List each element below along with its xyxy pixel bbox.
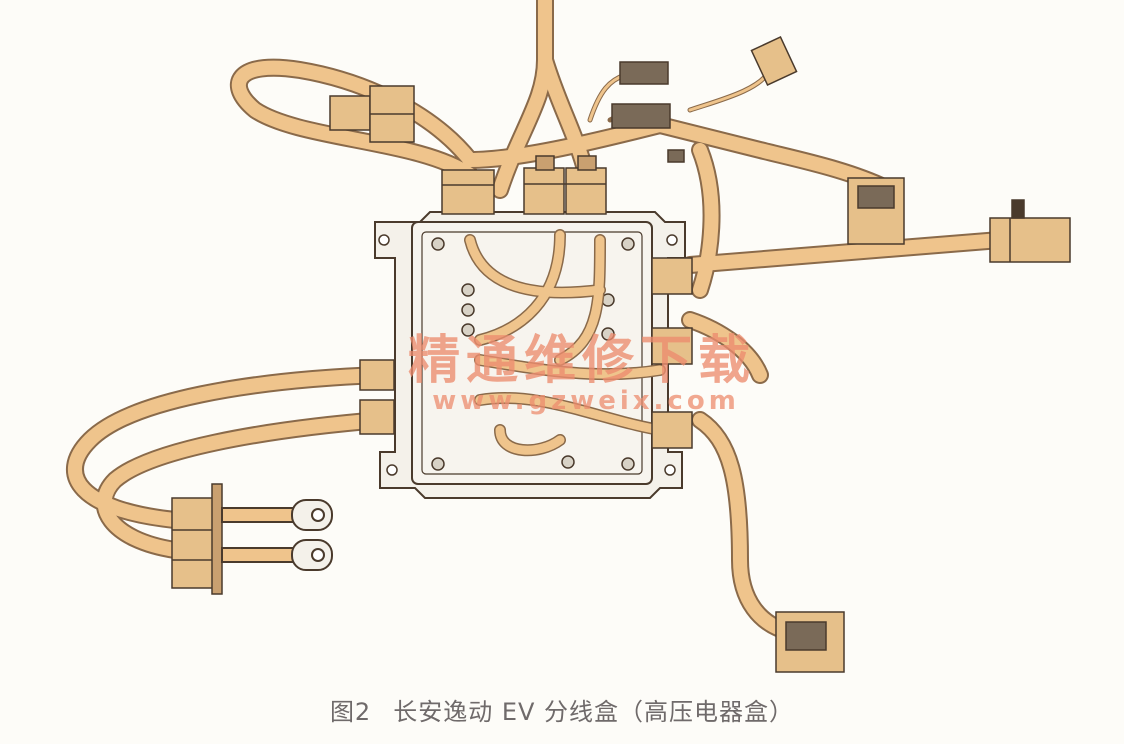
junction-box-diagram: [66, 0, 1071, 673]
top-connectors: [441, 155, 607, 215]
junction-box: [374, 211, 686, 499]
internal-wiring: [464, 229, 666, 457]
figure-caption: 图2 长安逸动 EV 分线盒（高压电器盒）: [0, 692, 1124, 727]
ring-terminals: [221, 499, 333, 571]
signal-connectors: [329, 36, 798, 163]
housing-screws: [431, 237, 635, 471]
figure-title: 长安逸动 EV 分线盒（高压电器盒）: [393, 698, 795, 726]
hv-connectors: [171, 359, 395, 595]
figure-label: 图2: [329, 698, 372, 726]
right-connectors: [651, 177, 1071, 673]
